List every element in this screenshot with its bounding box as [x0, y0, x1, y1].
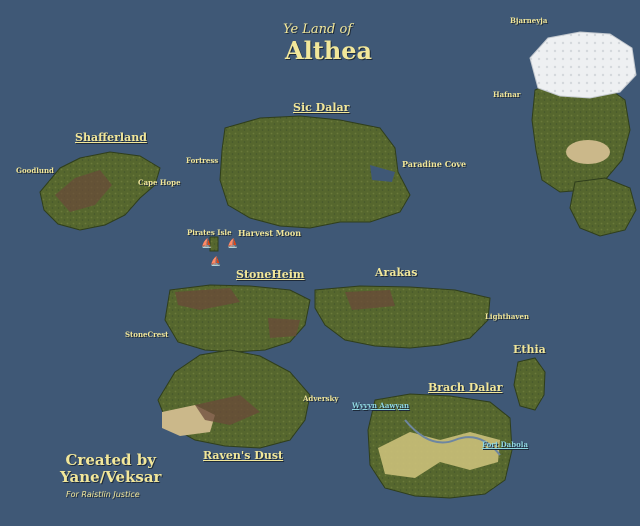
- label-goodlund: Goodlund: [16, 166, 54, 175]
- credit-block: Created by Yane/Veksar: [60, 452, 161, 486]
- label-adversky: Adversky: [303, 394, 339, 403]
- map-title: Althea: [285, 36, 373, 65]
- mountains-shafferland: [55, 170, 112, 212]
- mountains-stoneheim-east: [268, 318, 300, 338]
- label-cape-hope: Cape Hope: [138, 178, 181, 187]
- label-lighthaven: Lighthaven: [485, 312, 530, 321]
- mountains-ravens-dust: [195, 395, 260, 425]
- island-east-small: [569, 177, 637, 237]
- label-wyvyn-aawyan: Wyvyn Aawyan: [352, 401, 410, 410]
- label-brach-dalar: Brach Dalar: [428, 381, 503, 394]
- sand-patch-north: [566, 140, 610, 164]
- credit-line-1: Created by: [65, 451, 156, 469]
- sand-patch-brach-dalar: [378, 432, 500, 478]
- label-arakas: Arakas: [375, 266, 418, 279]
- label-hafnar: Hafnar: [493, 90, 521, 99]
- label-fort-dabola: Fort Dabola: [482, 440, 528, 449]
- label-ravens-dust: Raven's Dust: [203, 449, 284, 462]
- island-pirates-isle: [209, 236, 219, 252]
- credit-line-3: For Raistlin Justice: [66, 490, 140, 499]
- island-sic-dalar: [219, 115, 411, 229]
- credit-line-2: Yane/Veksar: [60, 468, 162, 486]
- map-title-prefix: Ye Land of: [283, 22, 353, 37]
- island-ethia: [513, 357, 546, 411]
- river-brach-dalar: [404, 419, 501, 456]
- label-harvest-moon: Harvest Moon: [238, 228, 302, 238]
- label-stoneheim: StoneHeim: [236, 268, 305, 281]
- mountains-stoneheim: [175, 288, 240, 310]
- island-arakas: [314, 285, 491, 349]
- mountains-arakas: [345, 290, 395, 310]
- snow-field: [529, 31, 637, 99]
- label-stonecrest: StoneCrest: [125, 330, 169, 339]
- ship-icon-1: ⛵: [201, 237, 212, 249]
- label-bjarneyja: Bjarneyja: [510, 16, 548, 25]
- label-pirates-isle: Pirates Isle: [187, 228, 232, 237]
- label-shafferland: Shafferland: [75, 131, 147, 144]
- label-sic-dalar: Sic Dalar: [293, 101, 350, 114]
- inlet-sic-dalar: [370, 165, 395, 182]
- ship-icon-3: ⛵: [210, 255, 221, 267]
- ship-icon-2: ⛵: [227, 237, 238, 249]
- label-paradine-cove: Paradine Cove: [402, 159, 467, 169]
- label-ethia: Ethia: [513, 343, 546, 356]
- label-fortress: Fortress: [186, 156, 219, 165]
